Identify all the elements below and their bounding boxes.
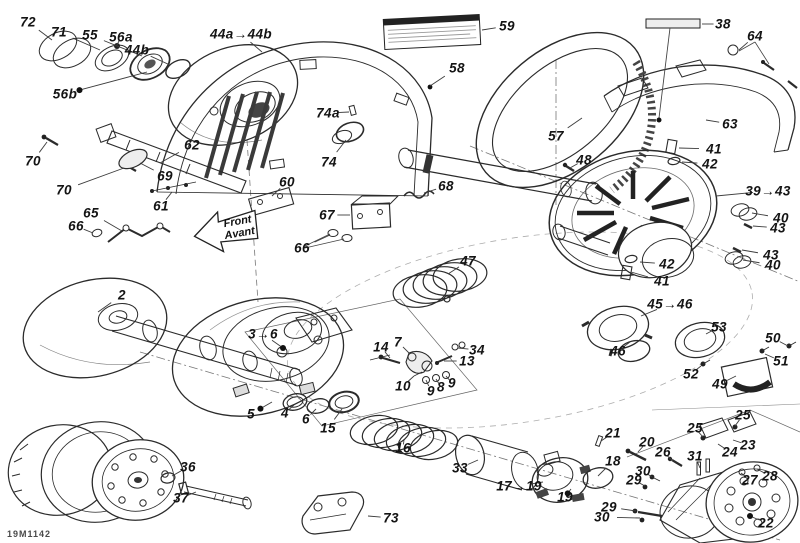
shaft-rings-4-6-15	[282, 390, 360, 414]
belt-guard-58	[156, 41, 433, 197]
warning-decal-59	[382, 13, 482, 51]
front-arrow-text-fr: Avant	[223, 225, 257, 243]
pivot-arm-parts	[369, 341, 466, 384]
front-arrow-text-en: Front	[223, 213, 254, 230]
governor-cup-17-19	[531, 434, 647, 503]
spring-seat-33	[454, 434, 539, 491]
front-direction-arrow: Front Avant	[193, 209, 259, 253]
mount-bracket-73	[301, 491, 365, 535]
drive-belt-57	[475, 31, 657, 194]
upper-guard-63	[603, 18, 798, 153]
clutch-cover-stack-parts	[38, 30, 299, 146]
sliding-sheave-3-6	[171, 297, 353, 417]
engine-mount-linkage	[41, 123, 435, 249]
clutch-spring-47	[392, 258, 488, 308]
driven-cam-45-46	[581, 305, 797, 398]
clutch-spring-16	[349, 414, 459, 461]
jackshaft-74	[331, 104, 603, 205]
decal-strip-38	[645, 18, 701, 29]
driven-pulley-39-43	[548, 138, 758, 281]
drive-clutch-assembly	[7, 421, 252, 523]
document-code: 19M1142	[7, 529, 52, 539]
brake-assembly-22	[632, 411, 799, 543]
fixed-sheave-2	[22, 277, 303, 387]
leader-lines-layer	[38, 23, 789, 521]
